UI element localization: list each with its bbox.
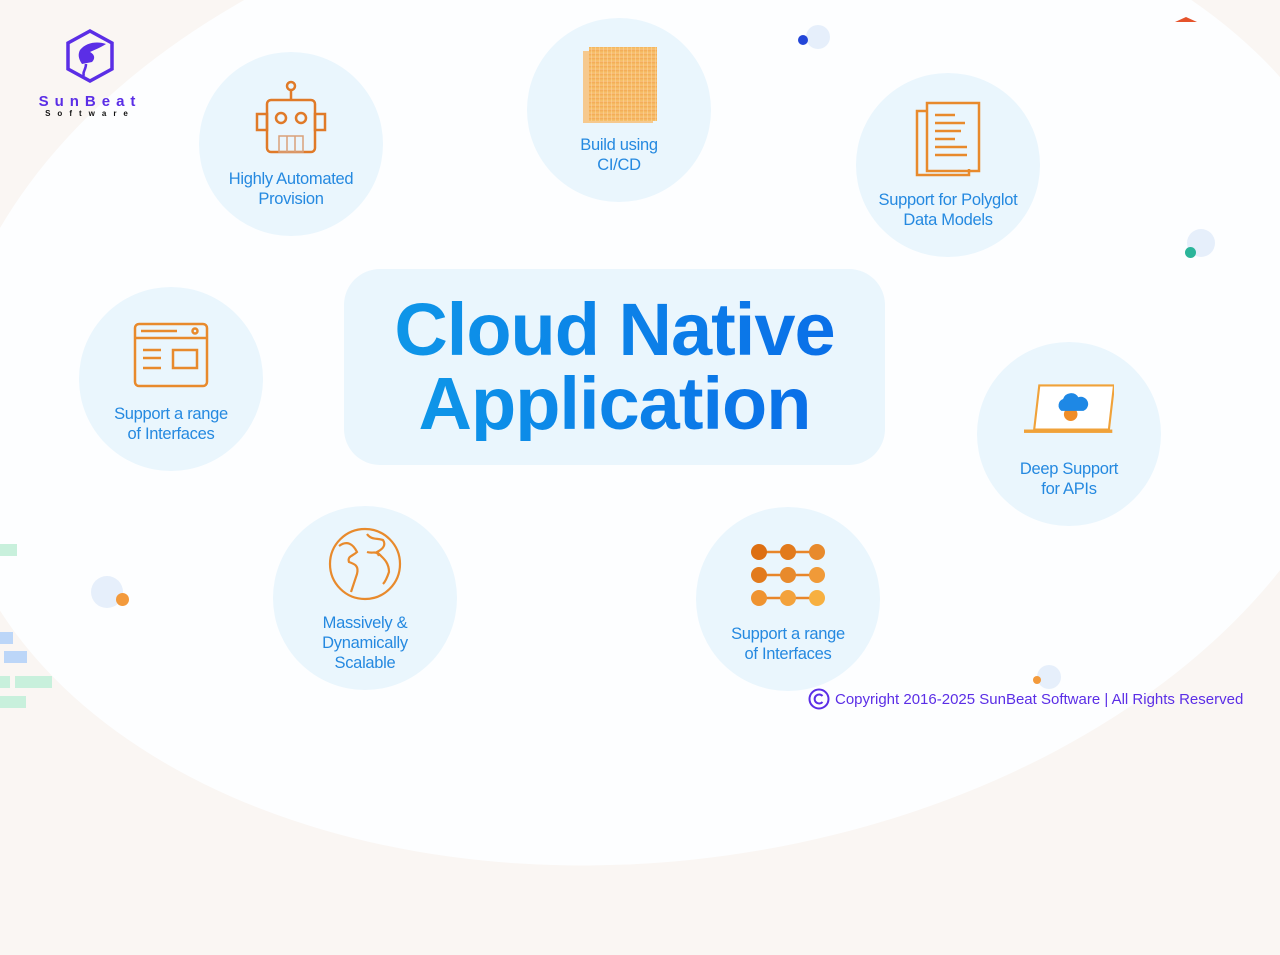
feature-deep-apis: Deep Support for APIs xyxy=(977,342,1161,526)
feature-automated-provision: Highly Automated Provision xyxy=(199,52,383,236)
feature-label: Deep Support for APIs xyxy=(1019,460,1119,498)
footer-copyright: Copyright 2016-2025 SunBeat Software | A… xyxy=(808,688,1243,710)
brand-sub: Software xyxy=(45,109,135,118)
feature-interfaces-right: Support a range of Interfaces xyxy=(696,507,880,691)
sunbeat-hexagon-icon xyxy=(66,29,114,83)
copyright-text: Copyright 2016-2025 SunBeat Software | A… xyxy=(835,690,1244,708)
decor-bar xyxy=(0,696,26,708)
feature-label: Build using CI/CD xyxy=(580,136,658,174)
decor-dot xyxy=(1185,247,1196,258)
decor-bar xyxy=(4,651,27,663)
feature-ci-cd: Build using CI/CD xyxy=(527,18,711,202)
globe-icon xyxy=(320,523,410,605)
feature-label: Highly Automated Provision xyxy=(228,170,354,208)
feature-interfaces-left: Support a range of Interfaces xyxy=(79,287,263,471)
feature-label: Support a range of Interfaces xyxy=(114,405,228,443)
browser-window-icon xyxy=(126,314,216,396)
decor-dot xyxy=(1037,665,1061,689)
feature-label: Support a range of Interfaces xyxy=(731,625,845,663)
feature-label: Support for Polyglot Data Models xyxy=(878,191,1018,229)
feature-scalable: Massively & Dynamically Scalable xyxy=(273,506,457,690)
feature-label: Massively & Dynamically Scalable xyxy=(322,614,408,672)
decor-bar xyxy=(0,632,13,644)
laptop-cloud-gear-icon xyxy=(1024,369,1114,451)
decor-bar xyxy=(0,544,17,556)
decor-triangle xyxy=(1175,17,1197,22)
node-network-icon xyxy=(743,534,833,616)
title-line-1: Cloud Native xyxy=(394,288,835,371)
decor-dot xyxy=(806,25,830,49)
robot-icon xyxy=(246,79,336,161)
decor-dot xyxy=(798,35,808,45)
copyright-icon xyxy=(808,688,830,710)
title-line-2: Application xyxy=(418,362,812,445)
center-title-box: Cloud Native Application xyxy=(344,269,885,465)
brand-logo[interactable]: SunBeat Software xyxy=(30,28,150,118)
decor-bar xyxy=(15,676,52,688)
grid-block-icon xyxy=(574,45,664,127)
decor-dot xyxy=(116,593,129,606)
decor-bar xyxy=(0,676,10,688)
decor-dot xyxy=(1033,676,1041,684)
feature-polyglot-data: Support for Polyglot Data Models xyxy=(856,73,1040,257)
brand-name: SunBeat xyxy=(38,93,142,110)
documents-icon xyxy=(903,100,993,182)
